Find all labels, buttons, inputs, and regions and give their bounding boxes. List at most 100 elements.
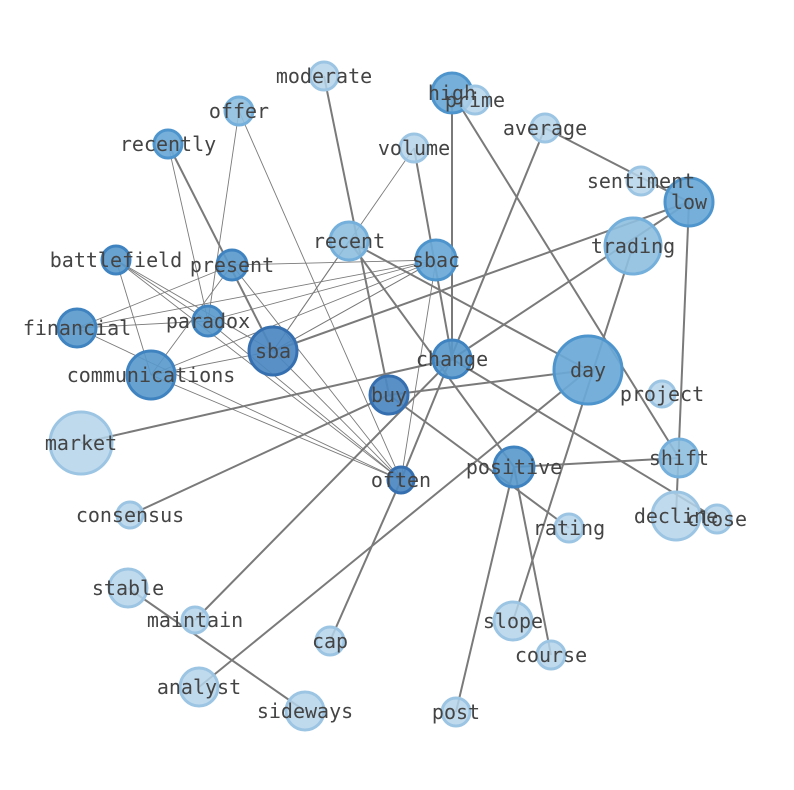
- node-label-decline: decline: [634, 504, 718, 528]
- node-cap: [314, 625, 346, 657]
- node-label-slope: slope: [483, 609, 543, 633]
- node-moderate: [308, 60, 340, 92]
- edge-present-financial: [76, 264, 233, 329]
- node-label-sentiment: sentiment: [587, 169, 695, 193]
- edge-recent-day: [348, 240, 589, 371]
- node-label-battlefield: battlefield: [50, 248, 182, 272]
- node-prime: [459, 84, 491, 116]
- node-offer: [223, 95, 255, 127]
- edge-trading-slope: [512, 245, 634, 622]
- edge-buy-rating: [388, 394, 570, 529]
- edge-stable-sideways: [127, 587, 306, 712]
- node-label-recently: recently: [120, 132, 216, 156]
- node-average: [529, 112, 561, 144]
- node-decline: [650, 490, 702, 542]
- edge-paradox-recently: [167, 143, 209, 322]
- node-shift: [658, 437, 700, 479]
- node-label-paradox: paradox: [166, 309, 250, 333]
- edge-sba-often: [272, 350, 402, 481]
- edge-communications-often: [150, 374, 402, 481]
- node-volume: [398, 132, 430, 164]
- node-label-communications: communications: [67, 363, 236, 387]
- node-label-cap: cap: [312, 629, 348, 653]
- node-label-average: average: [503, 116, 587, 140]
- node-trading: [603, 216, 663, 276]
- node-paradox: [191, 304, 225, 338]
- node-often: [386, 465, 416, 495]
- node-label-present: present: [190, 253, 274, 277]
- edge-financial-often: [76, 327, 402, 481]
- node-project: [647, 379, 677, 409]
- edge-paradox-often: [207, 320, 402, 481]
- node-label-moderate: moderate: [276, 64, 372, 88]
- edge-high-shift: [451, 92, 680, 459]
- node-financial: [56, 307, 98, 349]
- node-battlefield: [100, 244, 132, 276]
- edge-buy-consensus: [129, 394, 390, 516]
- edge-positive-course: [513, 466, 552, 656]
- node-day: [552, 334, 624, 406]
- node-buy: [368, 374, 410, 416]
- node-label-project: project: [620, 382, 704, 406]
- node-recently: [152, 128, 184, 160]
- node-label-often: often: [371, 468, 431, 492]
- edge-sba-recently: [167, 143, 274, 352]
- edge-sbac-financial: [76, 259, 437, 329]
- node-present: [215, 248, 249, 282]
- edge-average-often: [400, 127, 546, 481]
- node-label-shift: shift: [649, 446, 709, 470]
- edge-positive-post: [455, 466, 515, 713]
- node-label-recent: recent: [313, 229, 385, 253]
- node-sideways: [284, 690, 326, 732]
- edge-present-often: [231, 264, 402, 481]
- node-rating: [553, 512, 585, 544]
- node-label-change: change: [416, 347, 488, 371]
- edge-recent-positive: [348, 240, 515, 468]
- node-label-volume: volume: [378, 136, 450, 160]
- node-stable: [107, 567, 149, 609]
- node-sentiment: [625, 165, 657, 197]
- node-label-sideways: sideways: [257, 699, 353, 723]
- node-positive: [492, 445, 536, 489]
- edge-day-analyst: [198, 369, 589, 688]
- node-label-low: low: [671, 190, 708, 214]
- node-label-stable: stable: [92, 576, 164, 600]
- node-label-prime: prime: [445, 88, 505, 112]
- node-change: [431, 338, 473, 380]
- edge-often-cap: [329, 479, 402, 642]
- edge-paradox-offer: [207, 110, 240, 322]
- node-label-consensus: consensus: [76, 503, 184, 527]
- node-low: [663, 176, 715, 228]
- node-sbac: [414, 238, 458, 282]
- node-slope: [492, 600, 534, 642]
- node-label-positive: positive: [466, 455, 562, 479]
- edge-paradox-battlefield: [115, 259, 209, 322]
- node-market: [48, 410, 114, 476]
- edge-offer-often: [238, 110, 402, 481]
- edge-change-market: [80, 358, 453, 444]
- edge-sbac-communications: [150, 259, 437, 376]
- edge-average-low: [544, 127, 690, 203]
- node-label-course: course: [515, 643, 587, 667]
- node-communications: [125, 349, 177, 401]
- node-label-trading: trading: [591, 234, 675, 258]
- node-close: [701, 503, 733, 535]
- edge-sbac-sba: [272, 259, 437, 352]
- node-label-buy: buy: [371, 383, 407, 407]
- node-label-high: high: [428, 81, 476, 105]
- edge-shift-positive: [513, 457, 680, 468]
- node-sba: [247, 325, 299, 377]
- node-recent: [328, 220, 370, 262]
- node-consensus: [115, 500, 145, 530]
- node-label-analyst: analyst: [157, 675, 241, 699]
- edge-paradox-financial: [76, 320, 209, 329]
- node-label-sba: sba: [255, 339, 291, 363]
- node-label-sbac: sbac: [412, 248, 460, 272]
- node-analyst: [178, 666, 220, 708]
- node-maintain: [180, 605, 210, 635]
- node-label-close: close: [687, 507, 747, 531]
- node-label-maintain: maintain: [147, 608, 243, 632]
